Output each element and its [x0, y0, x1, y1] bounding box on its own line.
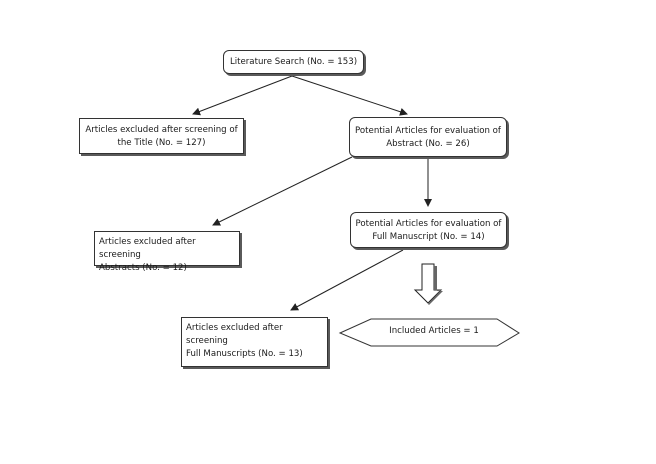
- arrow-search-to-excluded-title: [192, 75, 293, 116]
- potential-full-box: Potential Articles for evaluation of Ful…: [350, 212, 507, 248]
- potential-full-line1: Potential Articles for evaluation of: [355, 219, 502, 229]
- excluded-title-box: Articles excluded after screening of the…: [79, 118, 244, 154]
- excluded-full-line2: Full Manuscripts (No. = 13): [186, 349, 303, 359]
- block-arrow-down-icon: [413, 263, 443, 304]
- excluded-abstracts-line2: Abstracts (No. = 12): [99, 263, 187, 273]
- excluded-full-box: Articles excluded after screening Full M…: [181, 317, 328, 367]
- potential-abstract-box: Potential Articles for evaluation of Abs…: [349, 117, 507, 157]
- arrow-full-to-excluded-full: [290, 249, 404, 311]
- literature-search-label: Literature Search (No. = 153): [229, 57, 358, 67]
- excluded-abstracts-box: Articles excluded after screening Abstra…: [94, 231, 240, 273]
- excluded-title-line2: the Title (No. = 127): [117, 138, 206, 148]
- included-articles-label: Included Articles = 1: [389, 326, 479, 336]
- excluded-title-line1: Articles excluded after screening of: [85, 125, 238, 135]
- excluded-full-line1: Articles excluded after screening: [186, 323, 283, 346]
- arrow-abstract-to-excluded-abstracts: [212, 156, 353, 226]
- potential-abstract-line1: Potential Articles for evaluation of: [355, 126, 501, 136]
- potential-abstract-line2: Abstract (No. = 26): [386, 139, 470, 149]
- literature-search-box: Literature Search (No. = 153): [223, 50, 364, 74]
- block-arrow-shadow: [428, 266, 443, 305]
- potential-full-line2: Full Manuscript (No. = 14): [372, 232, 485, 242]
- arrow-search-to-potential-abstract: [291, 75, 408, 116]
- included-articles-hexagon: [338, 318, 520, 347]
- excluded-abstracts-line1: Articles excluded after screening: [99, 237, 196, 260]
